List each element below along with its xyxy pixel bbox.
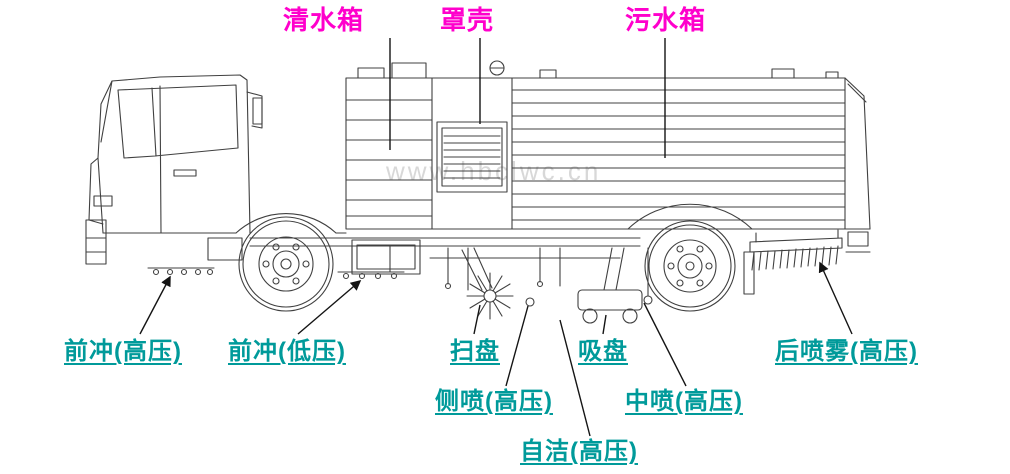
rear-details [845,231,871,253]
rear-wheel [627,203,755,312]
label-sweep-disc: 扫盘 [450,338,500,365]
label-sewage-tank: 污水箱 [625,5,707,35]
front-flush-nozzles [147,245,405,280]
leader-self-clean-high [559,319,591,437]
cab [85,74,347,265]
label-front-flush-high: 前冲(高压) [64,338,182,365]
cab-step [207,237,243,261]
sewage-tank-body [511,68,871,230]
label-clean-water-tank: 清水箱 [283,5,365,35]
side-spray-nozzle [525,297,535,307]
leader-front-flush-low [297,279,362,335]
leader-side-spray-high [505,305,529,387]
chassis [249,237,641,275]
tail-light-icon [847,231,869,247]
front-wheel [238,216,334,312]
leader-suction-disc [602,314,607,335]
middle-spray-nozzle [643,295,653,305]
leader-lines [139,38,853,437]
label-front-flush-low: 前冲(低压) [228,338,346,365]
vent-panel [441,127,503,187]
mirror-icon [252,97,263,125]
leader-middle-spray-high [643,302,687,387]
cover-shell-body [436,60,513,230]
label-cover-shell: 罩壳 [440,5,495,35]
label-suction-disc: 吸盘 [578,338,628,365]
truck-line-art [85,60,871,324]
label-middle-spray-high: 中喷(高压) [625,388,743,415]
label-rear-spray-high: 后喷雾(高压) [775,338,918,365]
label-side-spray-high: 侧喷(高压) [435,388,553,415]
rear-spray-bar [749,229,843,271]
headlight-icon [93,195,113,207]
sweep-brush [461,247,514,320]
mud-flap [743,251,755,295]
leader-front-flush-high [139,275,171,335]
suction-nozzle [577,247,643,324]
label-self-clean-high: 自洁(高压) [520,438,638,465]
front-bumper [85,219,107,265]
leader-sweep-disc [473,304,481,335]
leader-rear-spray-high [818,261,853,335]
clean-water-tank-body [345,62,871,230]
spray-pipes [429,247,653,307]
